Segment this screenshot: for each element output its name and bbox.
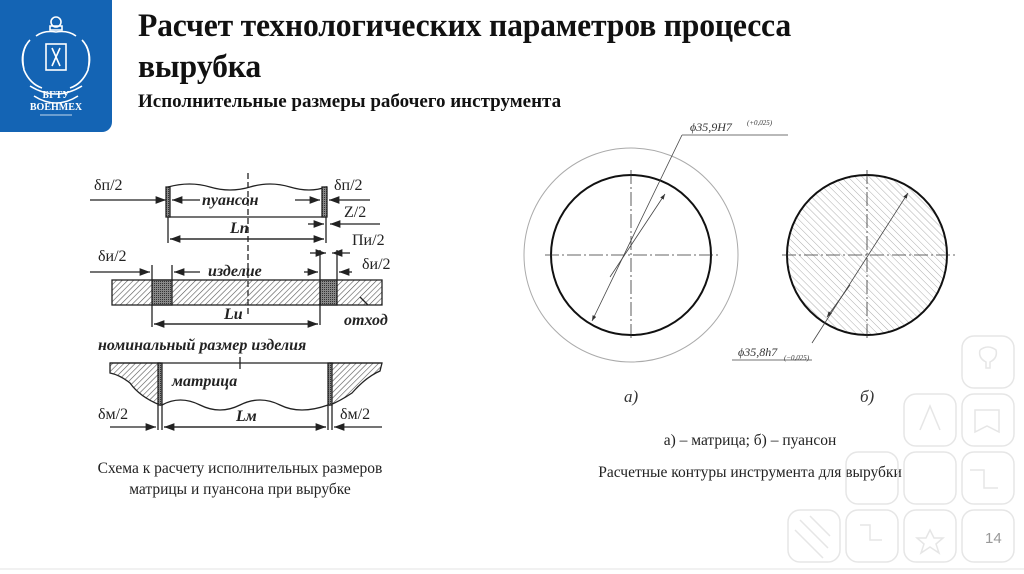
svg-text:ϕ35,8h7: ϕ35,8h7 bbox=[738, 345, 778, 359]
svg-text:δм/2: δм/2 bbox=[98, 406, 128, 423]
svg-text:пуансон: пуансон bbox=[202, 192, 259, 209]
punch-die-schematic: пуансон изделие отход номинальный размер… bbox=[90, 173, 391, 431]
star-tile-icon bbox=[903, 509, 957, 563]
lines-tile-icon bbox=[787, 509, 841, 563]
contours-caption: Расчетные контуры инструмента для вырубк… bbox=[598, 464, 902, 481]
svg-text:БГТУ: БГТУ bbox=[43, 90, 71, 101]
svg-text:δи/2: δи/2 bbox=[362, 256, 391, 273]
svg-text:б): б) bbox=[860, 387, 875, 406]
svg-text:отход: отход bbox=[344, 312, 388, 329]
eagle-emblem-icon: БГТУ ВОЕНМЕХ bbox=[21, 16, 91, 116]
svg-text:матрица: матрица bbox=[171, 373, 237, 390]
left-figure-caption: Схема к расчету исполнительных размеров … bbox=[97, 460, 383, 498]
svg-text:ВОЕНМЕХ: ВОЕНМЕХ bbox=[30, 102, 83, 113]
circuit-tile-icon bbox=[845, 509, 899, 563]
svg-text:δп/2: δп/2 bbox=[94, 177, 123, 194]
svg-text:номинальный размер изделия: номинальный размер изделия bbox=[98, 337, 306, 354]
title-line-1: Расчет технологических параметров процес… bbox=[138, 8, 791, 44]
tool-contours-drawing: ϕ35,9H7 (+0,025) а) ϕ35,8h7 (−0,025) б) bbox=[523, 119, 955, 406]
svg-text:δм/2: δм/2 bbox=[340, 406, 370, 423]
contours-legend: а) – матрица; б) – пуансон bbox=[663, 432, 837, 449]
svg-text:(+0,025): (+0,025) bbox=[747, 119, 773, 127]
die-drawing: ϕ35,9H7 (+0,025) а) bbox=[523, 119, 788, 406]
page-title: Расчет технологических параметров процес… bbox=[138, 6, 791, 88]
rocket-tile-icon bbox=[903, 393, 957, 447]
document-star-tile-icon bbox=[961, 393, 1015, 447]
card-star-tile-icon bbox=[845, 451, 899, 505]
svg-text:изделие: изделие bbox=[208, 263, 262, 280]
svg-text:Z/2: Z/2 bbox=[344, 204, 366, 221]
title-line-2: выpубка bbox=[138, 49, 261, 85]
footer-divider bbox=[0, 568, 1024, 570]
svg-text:Lм: Lм bbox=[235, 408, 257, 425]
svg-text:δи/2: δи/2 bbox=[98, 248, 127, 265]
page-subtitle: Исполнительные размеры рабочего инструме… bbox=[138, 91, 562, 112]
lightbulb-tile-icon bbox=[961, 335, 1015, 389]
svg-text:δп/2: δп/2 bbox=[334, 177, 363, 194]
svg-text:(−0,025): (−0,025) bbox=[784, 354, 810, 362]
svg-text:Пи/2: Пи/2 bbox=[352, 232, 385, 249]
decorative-icon-tiles bbox=[787, 335, 1015, 563]
svg-text:Lи: Lи bbox=[223, 306, 243, 323]
rocket-lines-tile-icon bbox=[903, 451, 957, 505]
circuit-tile-icon bbox=[961, 451, 1015, 505]
people-tile-icon bbox=[961, 509, 1015, 563]
punch-drawing: ϕ35,8h7 (−0,025) б) bbox=[732, 170, 955, 406]
page-number: 14 bbox=[985, 530, 1002, 547]
svg-text:а): а) bbox=[624, 387, 639, 406]
svg-text:Lп: Lп bbox=[229, 220, 249, 237]
svg-text:ϕ35,9H7: ϕ35,9H7 bbox=[690, 120, 733, 134]
university-logo: БГТУ ВОЕНМЕХ bbox=[0, 0, 112, 132]
